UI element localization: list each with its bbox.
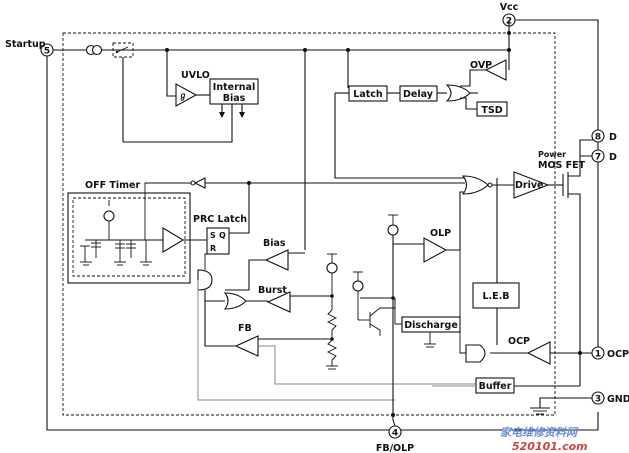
- pin-d7-number: 7: [595, 153, 601, 163]
- pin-startup: 5 Startup: [5, 39, 54, 57]
- watermark-line2: 520101.com: [512, 440, 588, 453]
- or-gate-burst-icon: [223, 292, 247, 310]
- ocp-comparator-icon: [526, 341, 551, 365]
- uvlo-comparator-icon: [175, 83, 198, 107]
- pin-vcc-label: Vcc: [500, 2, 519, 13]
- fb-label: FB: [238, 323, 252, 334]
- uvlo-label: UVLO: [181, 70, 210, 81]
- pin-ocp-label: OCP: [607, 349, 629, 360]
- power-mos-line1: Power: [538, 150, 566, 159]
- pin-d7: 7 D: [591, 149, 617, 163]
- pin-ocp: 1 OCP: [591, 346, 629, 360]
- ovp-label: OVP: [470, 60, 492, 71]
- discharge-label: Discharge: [404, 320, 458, 331]
- and-gate-prc-icon: [197, 269, 213, 291]
- pin-fb-olp-number: 4: [392, 429, 398, 439]
- and-gate-ocp-icon: [465, 344, 486, 363]
- svg-text:ℊ: ℊ: [179, 91, 187, 101]
- prc-r-label: R: [210, 244, 216, 253]
- startup-switch: [112, 42, 134, 58]
- olp-label: OLP: [430, 228, 451, 239]
- olp-current-source-icon: [387, 224, 399, 236]
- pin-d8: 8 D: [591, 129, 617, 143]
- discharge-current-source-icon: [352, 280, 364, 292]
- leb-block: [472, 282, 520, 309]
- fb-comparator-icon: [234, 335, 259, 357]
- internal-bias-line1: Internal: [213, 82, 255, 93]
- pin-ocp-number: 1: [595, 350, 601, 360]
- delay-label: Delay: [403, 89, 434, 100]
- latch-label: Latch: [353, 89, 383, 100]
- pin-gnd-label: GND: [607, 394, 629, 405]
- power-mos-line2: MOS FET: [538, 160, 586, 171]
- or-gate-ovp-tsd-icon: [445, 84, 471, 102]
- inverter-icon: [193, 177, 206, 189]
- burst-comparator-icon: [266, 291, 291, 313]
- pin-d8-number: 8: [595, 133, 601, 143]
- pin-fb-olp-label: FB/OLP: [376, 443, 414, 453]
- pin-gnd-number: 3: [595, 395, 601, 405]
- divider-current-source-icon: [326, 262, 338, 274]
- pin-gnd: 3 GND: [591, 391, 629, 405]
- buffer-label: Buffer: [479, 381, 512, 392]
- ic-boundary: [62, 32, 556, 416]
- or-gate-drive-icon: [461, 175, 489, 195]
- burst-label: Burst: [258, 285, 287, 296]
- prc-q-label: Q: [219, 231, 226, 240]
- ocp-label: OCP: [508, 336, 530, 347]
- drive-label: Drive: [515, 180, 543, 191]
- bias-label: Bias: [263, 238, 286, 249]
- prc-latch-label: PRC Latch: [193, 214, 247, 225]
- watermark-line1: 家电维修资料网: [500, 426, 579, 439]
- pin-d7-label: D: [609, 152, 617, 163]
- drive-amplifier-icon: [513, 171, 550, 199]
- pin-startup-label: Startup: [5, 39, 46, 50]
- pin-startup-number: 5: [44, 47, 50, 57]
- bias-comparator-icon: [264, 249, 289, 271]
- tsd-label: TSD: [481, 105, 502, 116]
- off-timer-label: OFF Timer: [85, 180, 140, 191]
- internal-bias-block: [209, 78, 259, 105]
- leb-label: L.E.B: [482, 291, 509, 302]
- ovp-comparator-icon: [484, 59, 507, 81]
- off-timer-current-source-icon: [103, 210, 115, 222]
- prc-s-label: S: [210, 231, 216, 240]
- internal-bias-line2: Bias: [223, 93, 246, 104]
- pin-d8-label: D: [609, 132, 617, 143]
- olp-comparator-icon: [423, 237, 448, 263]
